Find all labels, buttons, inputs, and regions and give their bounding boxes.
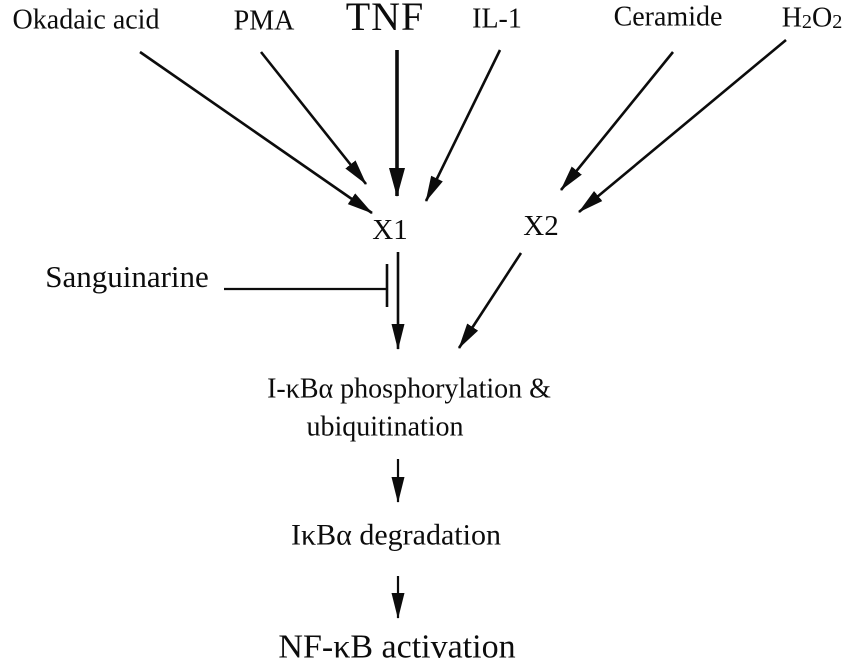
h2o2-subscript-1: 2	[801, 11, 812, 34]
arrow-okadaic-acid-to-x1	[139, 50, 373, 215]
label-nfkb-activation: NF-κB activation	[278, 628, 516, 666]
arrow-x2-to-phosphorylation	[457, 252, 523, 349]
label-ikba-phosphorylation-line2: ubiquitination	[306, 411, 464, 443]
arrow-ceramide-to-x2	[559, 51, 675, 191]
h2o2-symbol-o: O	[812, 2, 833, 34]
label-okadaic-acid: Okadaic acid	[12, 4, 160, 36]
label-ikba-phosphorylation-line1: I-κBα phosphorylation &	[267, 373, 551, 405]
label-h2o2: H2O2	[781, 2, 843, 35]
arrow-h2o2-to-x2	[578, 39, 787, 213]
arrow-il1-to-x1	[424, 49, 502, 202]
h2o2-symbol-h1: H	[781, 2, 802, 34]
h2o2-subscript-2: 2	[832, 11, 843, 34]
label-ikba-degradation: IκBα degradation	[291, 518, 501, 552]
label-pma: PMA	[233, 5, 295, 37]
label-tnf: TNF	[345, 0, 425, 39]
label-sanguinarine: Sanguinarine	[45, 258, 209, 294]
label-x1-kinase: X1	[372, 214, 408, 247]
label-ceramide: Ceramide	[613, 1, 723, 33]
label-il1: IL-1	[472, 3, 522, 35]
label-x2-kinase: X2	[523, 210, 559, 243]
arrow-pma-to-x1	[259, 51, 368, 185]
